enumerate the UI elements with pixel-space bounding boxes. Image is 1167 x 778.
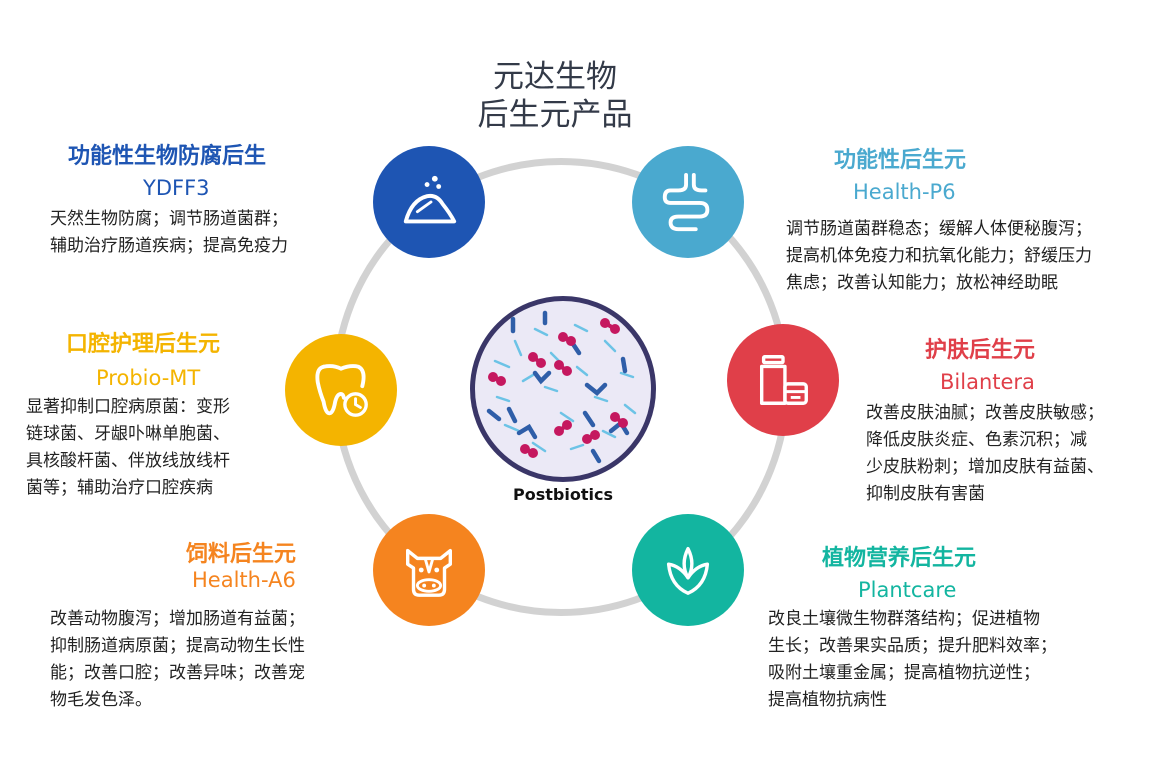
center-label: Postbiotics	[513, 485, 613, 504]
node-health-a6	[373, 514, 485, 626]
title-line-2: 后生元产品	[477, 97, 633, 133]
desc-line: 提高机体免疫力和抗氧化能力；舒缓压力	[786, 246, 1092, 266]
desc-line: 菌等；辅助治疗口腔疾病	[26, 478, 213, 498]
desc-line: 降低皮肤炎症、色素沉积；减	[866, 430, 1087, 450]
desc-line: 改善动物腹泻；增加肠道有益菌；	[50, 609, 305, 629]
name-probio-mt: Probio-MT	[96, 366, 201, 390]
heading-plantcare: 植物营养后生元	[822, 546, 977, 571]
desc-plantcare: 改良土壤微生物群落结构；促进植物 生长；改善果实品质；提升肥料效率； 吸附土壤重…	[768, 606, 1057, 714]
heading-probio-mt: 口腔护理后生元	[66, 332, 221, 357]
heading-ydff3: 功能性生物防腐后生	[68, 144, 267, 169]
diagram-title: 元达生物 后生元产品	[440, 58, 670, 134]
desc-probio-mt: 显著抑制口腔病原菌：变形 链球菌、牙龈卟啉单胞菌、 具核酸杆菌、伴放线放线杆 菌…	[26, 394, 230, 502]
node-ydff3	[373, 146, 485, 258]
name-ydff3: YDFF3	[143, 176, 210, 200]
desc-health-a6: 改善动物腹泻；增加肠道有益菌； 抑制肠道病原菌；提高动物生长性 能；改善口腔；改…	[50, 606, 305, 714]
skincare-bottle-icon	[759, 355, 808, 405]
desc-line: 焦虑；改善认知能力；放松神经助眠	[786, 273, 1058, 293]
desc-line: 少皮肤粉刺；增加皮肤有益菌、	[866, 457, 1104, 477]
animal-face-icon	[405, 548, 453, 597]
desc-line: 吸附土壤重金属；提高植物抗逆性；	[768, 663, 1040, 683]
desc-line: 物毛发色泽。	[50, 690, 152, 710]
desc-line: 具核酸杆菌、伴放线放线杆	[26, 451, 230, 471]
node-probio-mt	[285, 334, 397, 446]
desc-line: 显著抑制口腔病原菌：变形	[26, 397, 230, 417]
desc-health-p6: 调节肠道菌群稳态；缓解人体便秘腹泻； 提高机体免疫力和抗氧化能力；舒缓压力 焦虑…	[786, 216, 1092, 297]
heading-health-a6: 饲料后生元	[186, 542, 297, 567]
heading-bilantera: 护肤后生元	[925, 338, 1036, 363]
intestine-icon	[662, 172, 710, 232]
title-line-1: 元达生物	[493, 59, 617, 95]
desc-line: 生长；改善果实品质；提升肥料效率；	[768, 636, 1057, 656]
name-health-p6: Health-P6	[853, 180, 956, 204]
node-health-p6	[632, 146, 744, 258]
desc-line: 抑制肠道病原菌；提高动物生长性	[50, 636, 305, 656]
desc-line: 天然生物防腐；调节肠道菌群；	[50, 209, 288, 229]
desc-line: 改良土壤微生物群落结构；促进植物	[768, 609, 1040, 629]
desc-line: 抑制皮肤有害菌	[866, 484, 985, 504]
node-plantcare	[632, 514, 744, 626]
desc-line: 提高植物抗病性	[768, 690, 887, 710]
desc-line: 能；改善口腔；改善异味；改善宠	[50, 663, 305, 683]
postbiotics-circle	[470, 296, 656, 482]
desc-ydff3: 天然生物防腐；调节肠道菌群； 辅助治疗肠道疾病；提高免疫力	[50, 206, 288, 260]
name-health-a6: Health-A6	[192, 568, 296, 592]
desc-line: 改善皮肤油腻；改善皮肤敏感；	[866, 403, 1104, 423]
desc-line: 辅助治疗肠道疾病；提高免疫力	[50, 236, 288, 256]
desc-line: 调节肠道菌群稳态；缓解人体便秘腹泻；	[786, 219, 1092, 239]
node-bilantera	[727, 324, 839, 436]
leaf-bud-icon	[666, 546, 710, 595]
desc-bilantera: 改善皮肤油腻；改善皮肤敏感； 降低皮肤炎症、色素沉积；减 少皮肤粉刺；增加皮肤有…	[866, 400, 1104, 508]
bacteria-illustration	[486, 310, 637, 464]
name-bilantera: Bilantera	[940, 370, 1035, 394]
heading-health-p6: 功能性后生元	[834, 148, 967, 173]
name-plantcare: Plantcare	[858, 578, 957, 602]
desc-line: 链球菌、牙龈卟啉单胞菌、	[26, 424, 230, 444]
powder-pile-icon	[403, 175, 457, 224]
tooth-clock-icon	[315, 364, 368, 417]
